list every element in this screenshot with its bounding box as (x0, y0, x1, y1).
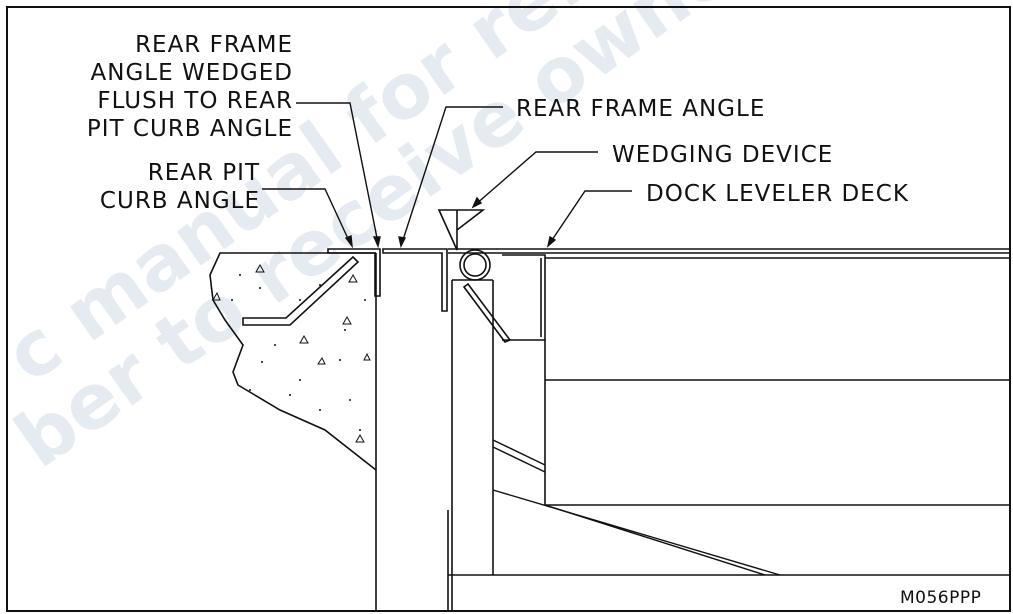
callout-rear-frame-angle: REAR FRAME ANGLE (516, 96, 765, 122)
label-line-2: CURB ANGLE (100, 188, 260, 214)
label-line-1: REAR FRAME (135, 32, 293, 58)
rear-pit-curb-angle (327, 248, 381, 297)
wedging-device (437, 209, 486, 251)
concrete-pit-curb (209, 252, 377, 611)
label-line-2: ANGLE WEDGED (91, 60, 293, 86)
drawing-border (6, 6, 1011, 612)
drawing-code: M056PPP (900, 588, 981, 608)
label-line-4: PIT CURB ANGLE (87, 116, 293, 142)
callout-dock-leveler-deck: DOCK LEVELER DECK (646, 181, 909, 207)
label-line-1: REAR PIT (148, 160, 260, 186)
aggregate-speckle (231, 274, 366, 431)
leader-lines (262, 102, 632, 249)
label-line-3: FLUSH TO REAR (97, 88, 293, 114)
callout-wedging-device: WEDGING DEVICE (612, 142, 833, 168)
rear-frame-angle (382, 248, 448, 312)
dock-leveler-deck (448, 248, 1010, 506)
support-struts (492, 439, 781, 576)
callout-rear-frame-angle-wedged: REAR FRAME ANGLE WEDGED FLUSH TO REAR PI… (87, 32, 293, 142)
frame-column (447, 279, 1010, 611)
callout-rear-pit-curb-angle: REAR PIT CURB ANGLE (100, 160, 260, 214)
aggregate-triangles (212, 263, 371, 443)
hinge-tube (459, 249, 491, 281)
